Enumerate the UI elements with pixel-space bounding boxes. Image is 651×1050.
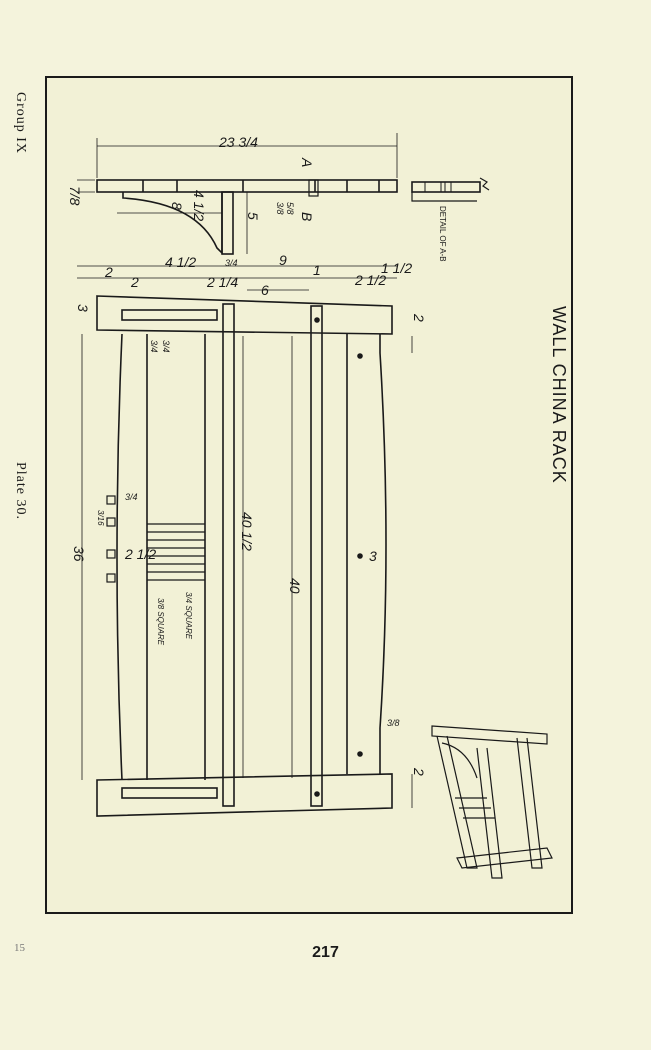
group-label: Group IX [13, 92, 28, 155]
back-curve [379, 334, 387, 774]
page-number: 217 [312, 944, 339, 961]
dim-1: 1 [313, 262, 321, 278]
dim-end-3: 3 [75, 304, 91, 312]
front-curve [116, 333, 123, 781]
dim-top-width: 23 3/4 [219, 134, 258, 150]
dim-center-3: 3 [369, 548, 377, 564]
dim-length-40-1-2: 40 1/2 [239, 512, 255, 551]
left-end-slot [121, 309, 218, 321]
right-end-board [96, 773, 393, 817]
dim-dowel-a: 5/8 [285, 202, 295, 215]
dim-overall-36: 36 [71, 546, 87, 562]
label-a: A [299, 158, 315, 168]
dim-9: 9 [279, 252, 287, 268]
plate-label: Plate 30. [13, 462, 28, 520]
label-b: B [299, 212, 315, 222]
dim-spindle-3-16: 3/16 [96, 510, 105, 526]
dim-spindle-3-16-a: 3/4 [125, 492, 138, 502]
rack-drawing [77, 133, 553, 879]
dim-spindle-2-1-2: 2 1/2 [125, 546, 157, 562]
detail-label: DETAIL OF A-B [438, 206, 447, 262]
dim-side-gap-left: 2 [105, 264, 113, 280]
corner-mark: 15 [14, 942, 25, 954]
dim-length-40: 40 [287, 578, 303, 594]
right-end-slot [121, 787, 218, 799]
dim-end-2-bottom: 2 [411, 768, 427, 776]
front-upright [222, 303, 235, 807]
dim-rail-3-4-b: 3/4 [149, 340, 159, 353]
dim-dowel-b: 3/8 [275, 202, 285, 215]
dim-bracket-width: 8 [169, 202, 185, 210]
drawing-frame: WALL CHINA RACK DETAIL OF A-B 23 3/4 A B… [45, 76, 573, 914]
dim-small-3-4: 3/4 [225, 258, 238, 268]
isometric-sketch [431, 725, 553, 879]
dim-1-1-2: 1 1/2 [381, 260, 413, 276]
left-end-board [96, 295, 393, 335]
dim-shelf-left: 4 1/2 [165, 254, 197, 270]
dim-rail-3-4-a: 3/4 [161, 340, 171, 353]
top-shelf [96, 179, 398, 193]
detail-ab-sketch [411, 181, 481, 193]
rear-upright [310, 305, 323, 807]
dim-side-gap-2: 2 [131, 274, 139, 290]
dim-bracket-height: 5 [245, 212, 261, 220]
dim-bracket-radius: 4 1/2 [191, 190, 207, 222]
shelf-bracket [122, 192, 223, 255]
dim-2-1-2: 2 1/2 [355, 272, 387, 288]
dim-curve-3-8: 3/8 [387, 718, 400, 728]
dim-square-3-8: 3/8 SQUARE [156, 598, 165, 646]
dim-end-2-top: 2 [411, 314, 427, 322]
dim-square-3-4: 3/4 SQUARE [184, 592, 193, 640]
dim-top-thickness: 7/8 [67, 186, 83, 206]
bracket-post [221, 191, 234, 255]
dim-shelf-mid: 2 1/4 [207, 274, 239, 290]
drawing-title: WALL CHINA RACK [549, 306, 569, 484]
dim-6: 6 [261, 282, 269, 298]
